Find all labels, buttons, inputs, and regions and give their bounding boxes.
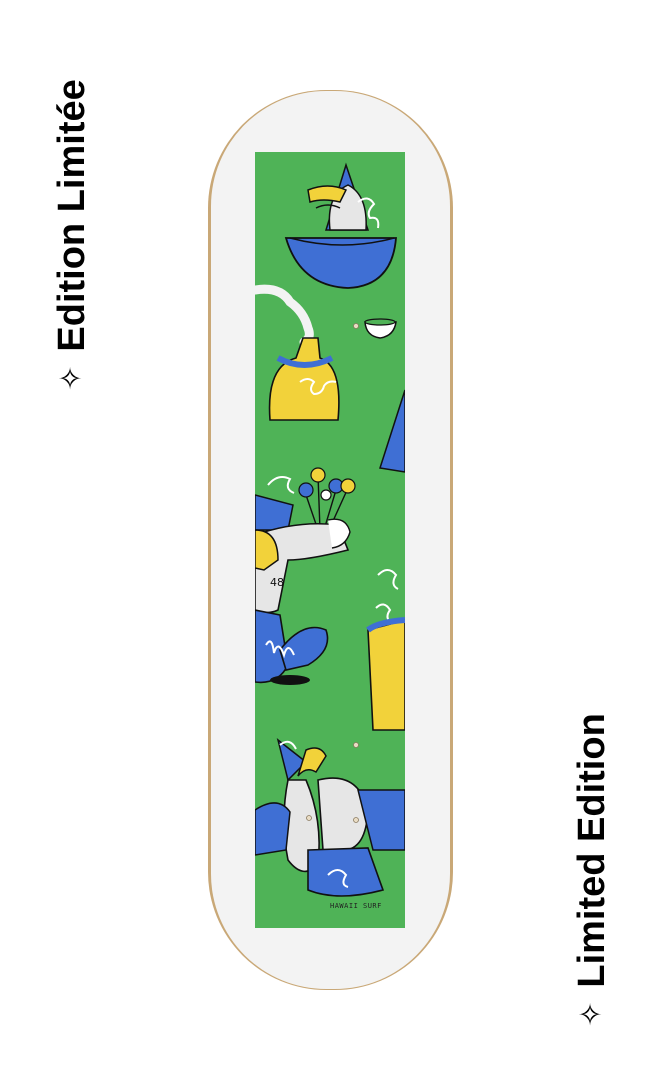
art-bowl-bird <box>284 162 397 289</box>
deck-illustration: 48 <box>208 90 453 990</box>
label-text-english: Limited Edition <box>571 713 613 988</box>
label-text-french: Edition Limitée <box>51 79 93 352</box>
art-yellow-block <box>366 617 405 731</box>
sparkle-star-icon: ✧ <box>575 1001 608 1027</box>
label-limited-edition: ✧ Limited Edition <box>571 713 613 1027</box>
deck-bolt-holes <box>306 323 359 823</box>
art-bottom-figure <box>255 738 405 897</box>
deck-signature: HAWAII SURF <box>330 902 382 910</box>
art-flowers <box>267 467 356 533</box>
skateboard-deck: 48 <box>208 90 453 990</box>
art-small-cup <box>364 318 397 339</box>
deck-artwork: 48 <box>255 152 405 928</box>
art-blue-cone <box>379 389 405 473</box>
label-edition-limitee: ✧ Edition Limitée <box>51 79 93 391</box>
sparkle-star-icon: ✧ <box>55 365 88 391</box>
art-seated-figure: 48 <box>255 494 351 685</box>
art-bottle-smoke <box>255 284 340 421</box>
svg-text:48: 48 <box>270 576 284 589</box>
